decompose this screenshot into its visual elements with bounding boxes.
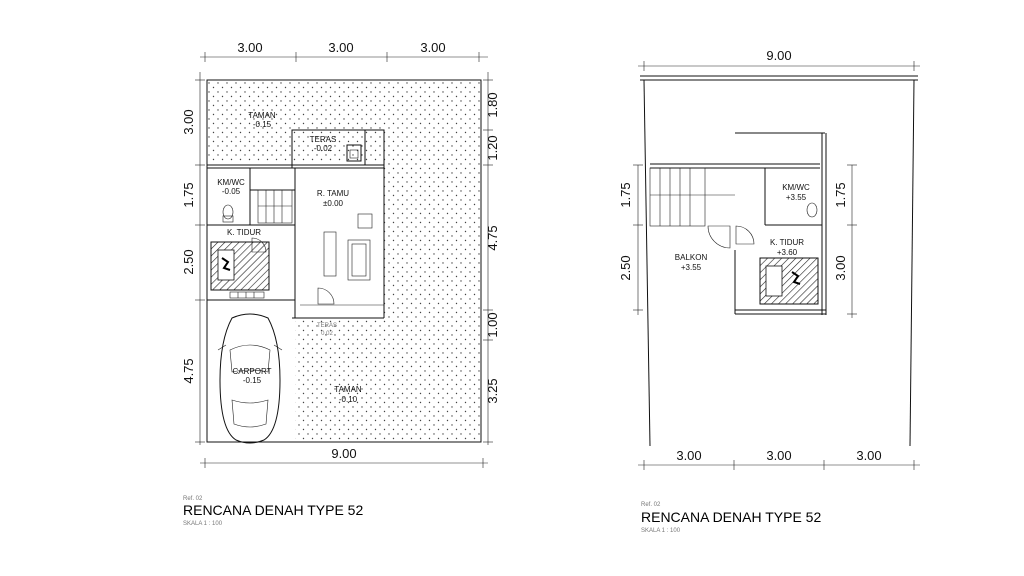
dim-bottom-3: 3.00 [856, 448, 881, 463]
room-level: ±0.00 [323, 199, 344, 208]
room-name: TAMAN [248, 111, 276, 120]
dim-left-2: 2.50 [618, 255, 633, 280]
room-name: TAMAN [334, 385, 362, 394]
dim-right-1: 1.75 [833, 182, 848, 207]
dim-left-4: 4.75 [181, 358, 196, 383]
bed-icon [210, 241, 270, 299]
ground-stairs [257, 189, 293, 224]
dim-top-2: 3.00 [328, 40, 353, 55]
dim-top-3: 3.00 [420, 40, 445, 55]
caption-ref: Ref. 02 [183, 496, 203, 502]
plan-scale: SKALA 1 : 100 [641, 528, 681, 534]
dim-right-1: 1.80 [485, 92, 500, 117]
dim-left-2: 1.75 [181, 182, 196, 207]
door-swing [317, 287, 335, 305]
room-name: KM/WC [782, 183, 810, 192]
site-boundary [206, 79, 482, 443]
room-name: BALKON [675, 253, 708, 262]
dim-bottom-2: 3.00 [766, 448, 791, 463]
dim-top-1: 3.00 [237, 40, 262, 55]
room-name: K. TIDUR [227, 228, 261, 237]
room-name: K. TIDUR [770, 238, 804, 247]
room-name: TERAS [310, 135, 337, 144]
room-name: TERAS [317, 323, 337, 329]
dim-bottom: 9.00 [331, 446, 356, 461]
upper-stairs [649, 167, 735, 227]
dim-bottom-1: 3.00 [676, 448, 701, 463]
room-level: -0.10 [339, 395, 358, 404]
teras-fixture [346, 144, 362, 162]
upper-walls [650, 132, 827, 315]
dim-left-1: 1.75 [618, 182, 633, 207]
garden-right [384, 162, 481, 442]
toilet-icon [222, 204, 234, 220]
ground-dimensions [195, 52, 493, 468]
dim-right-4: 1.00 [485, 312, 500, 337]
room-level: -0.02 [314, 144, 333, 153]
door-swing [251, 237, 267, 253]
dim-right-2: 3.00 [833, 255, 848, 280]
room-name: R. TAMU [317, 189, 349, 198]
plan-title: RENCANA DENAH TYPE 52 [183, 502, 363, 518]
living-room-furniture [300, 213, 384, 306]
room-level: 0.02 [321, 331, 333, 337]
dim-right-5: 3.25 [485, 378, 500, 403]
upper-dimensions [633, 61, 920, 470]
garden-bottom [295, 318, 384, 442]
room-name: KM/WC [217, 178, 245, 187]
room-level: -0.15 [253, 120, 272, 129]
dim-left-1: 3.00 [181, 109, 196, 134]
room-level: +3.55 [786, 193, 807, 202]
door-swing [735, 225, 755, 245]
bed-icon [759, 257, 819, 305]
caption-ref: Ref. 02 [641, 502, 661, 508]
ground-floor-plan: 3.00 3.00 3.00 9.00 3.00 1.75 2.50 4.75 … [181, 40, 500, 527]
room-level: -0.15 [243, 376, 262, 385]
room-name: CARPORT [233, 367, 272, 376]
dim-right-2: 1.20 [485, 135, 500, 160]
car-icon [217, 313, 283, 444]
plan-scale: SKALA 1 : 100 [183, 521, 223, 527]
garden-top [207, 80, 481, 162]
room-level: -0.05 [222, 187, 241, 196]
plan-title: RENCANA DENAH TYPE 52 [641, 509, 821, 525]
toilet-icon [806, 202, 818, 218]
upper-floor-plan: 9.00 3.00 3.00 3.00 1.75 2.50 1.75 3.00 … [618, 48, 920, 534]
dim-right-3: 4.75 [485, 225, 500, 250]
door-swing [707, 225, 731, 249]
room-level: +3.55 [681, 263, 702, 272]
dim-top: 9.00 [766, 48, 791, 63]
room-level: +3.60 [777, 248, 798, 257]
dim-left-3: 2.50 [181, 249, 196, 274]
